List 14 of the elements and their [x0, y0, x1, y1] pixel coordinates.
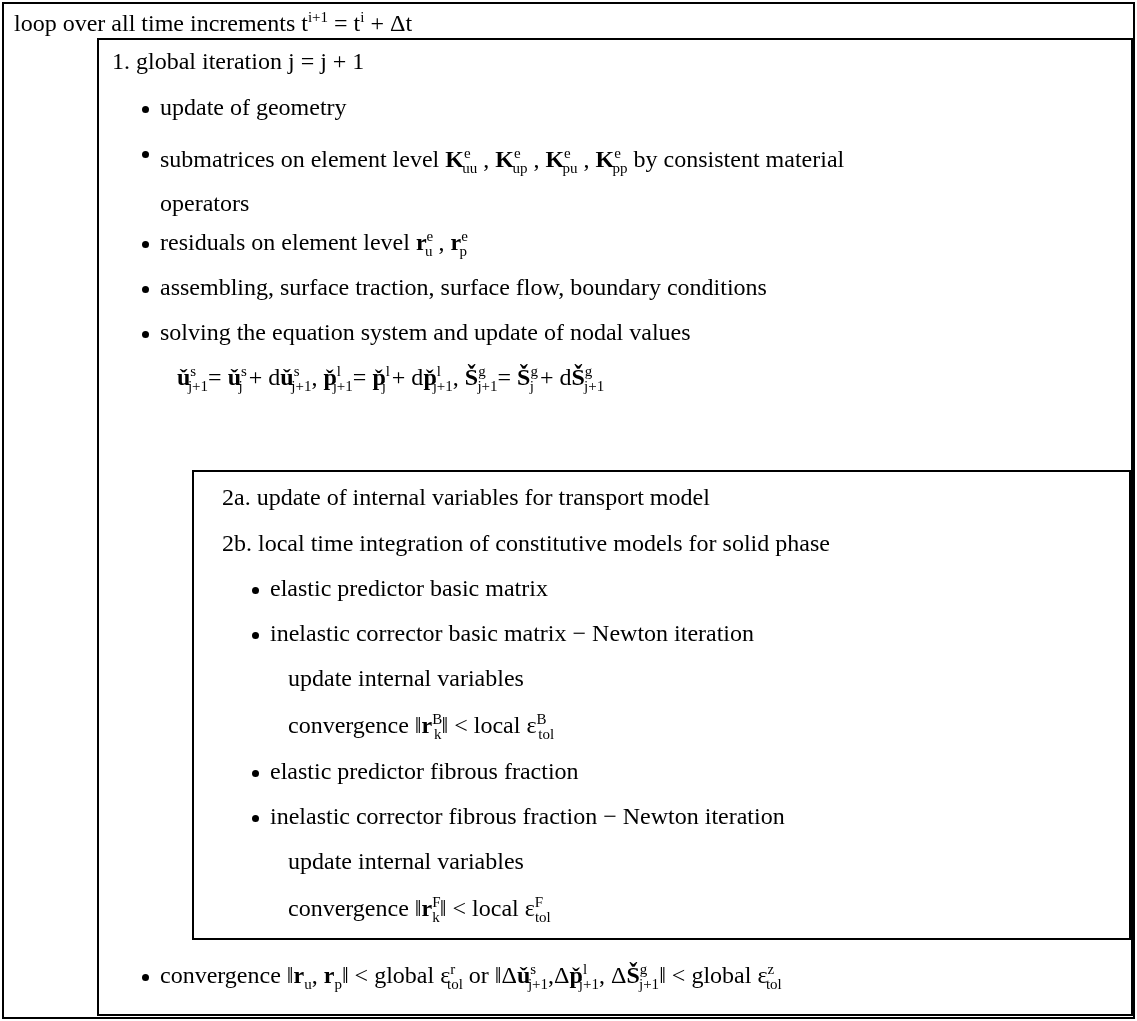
heading-text: loop over all time increments t$^{i+1}$ = t$^{i}$ + Δt	[14, 8, 413, 38]
bullet-item: inelastic corrector fibrous fraction − Newton iteration	[252, 801, 785, 831]
bullet-item: solving the equation system and update of nodal values	[142, 317, 691, 347]
bullet-item: elastic predictor fibrous fraction	[252, 756, 579, 786]
step-text: update internal variables	[288, 664, 524, 693]
bullet-item: inelastic corrector basic matrix − Newton iteration	[252, 618, 755, 648]
step-text: 2b. local time integration of constitutive models for solid phase	[222, 529, 830, 558]
bullet-item: update of geometry	[142, 92, 347, 122]
heading-text: 2a. update of internal variables for transport model	[222, 483, 710, 512]
bullet-item: assembling, surface traction, surface flow, boundary conditions	[142, 272, 767, 302]
local-integration-box	[192, 470, 1131, 940]
bullet-item: elastic predictor basic matrix	[252, 573, 548, 603]
heading-text: 1. global iteration j = j + 1	[112, 47, 365, 76]
step-text: update internal variables	[288, 847, 524, 876]
